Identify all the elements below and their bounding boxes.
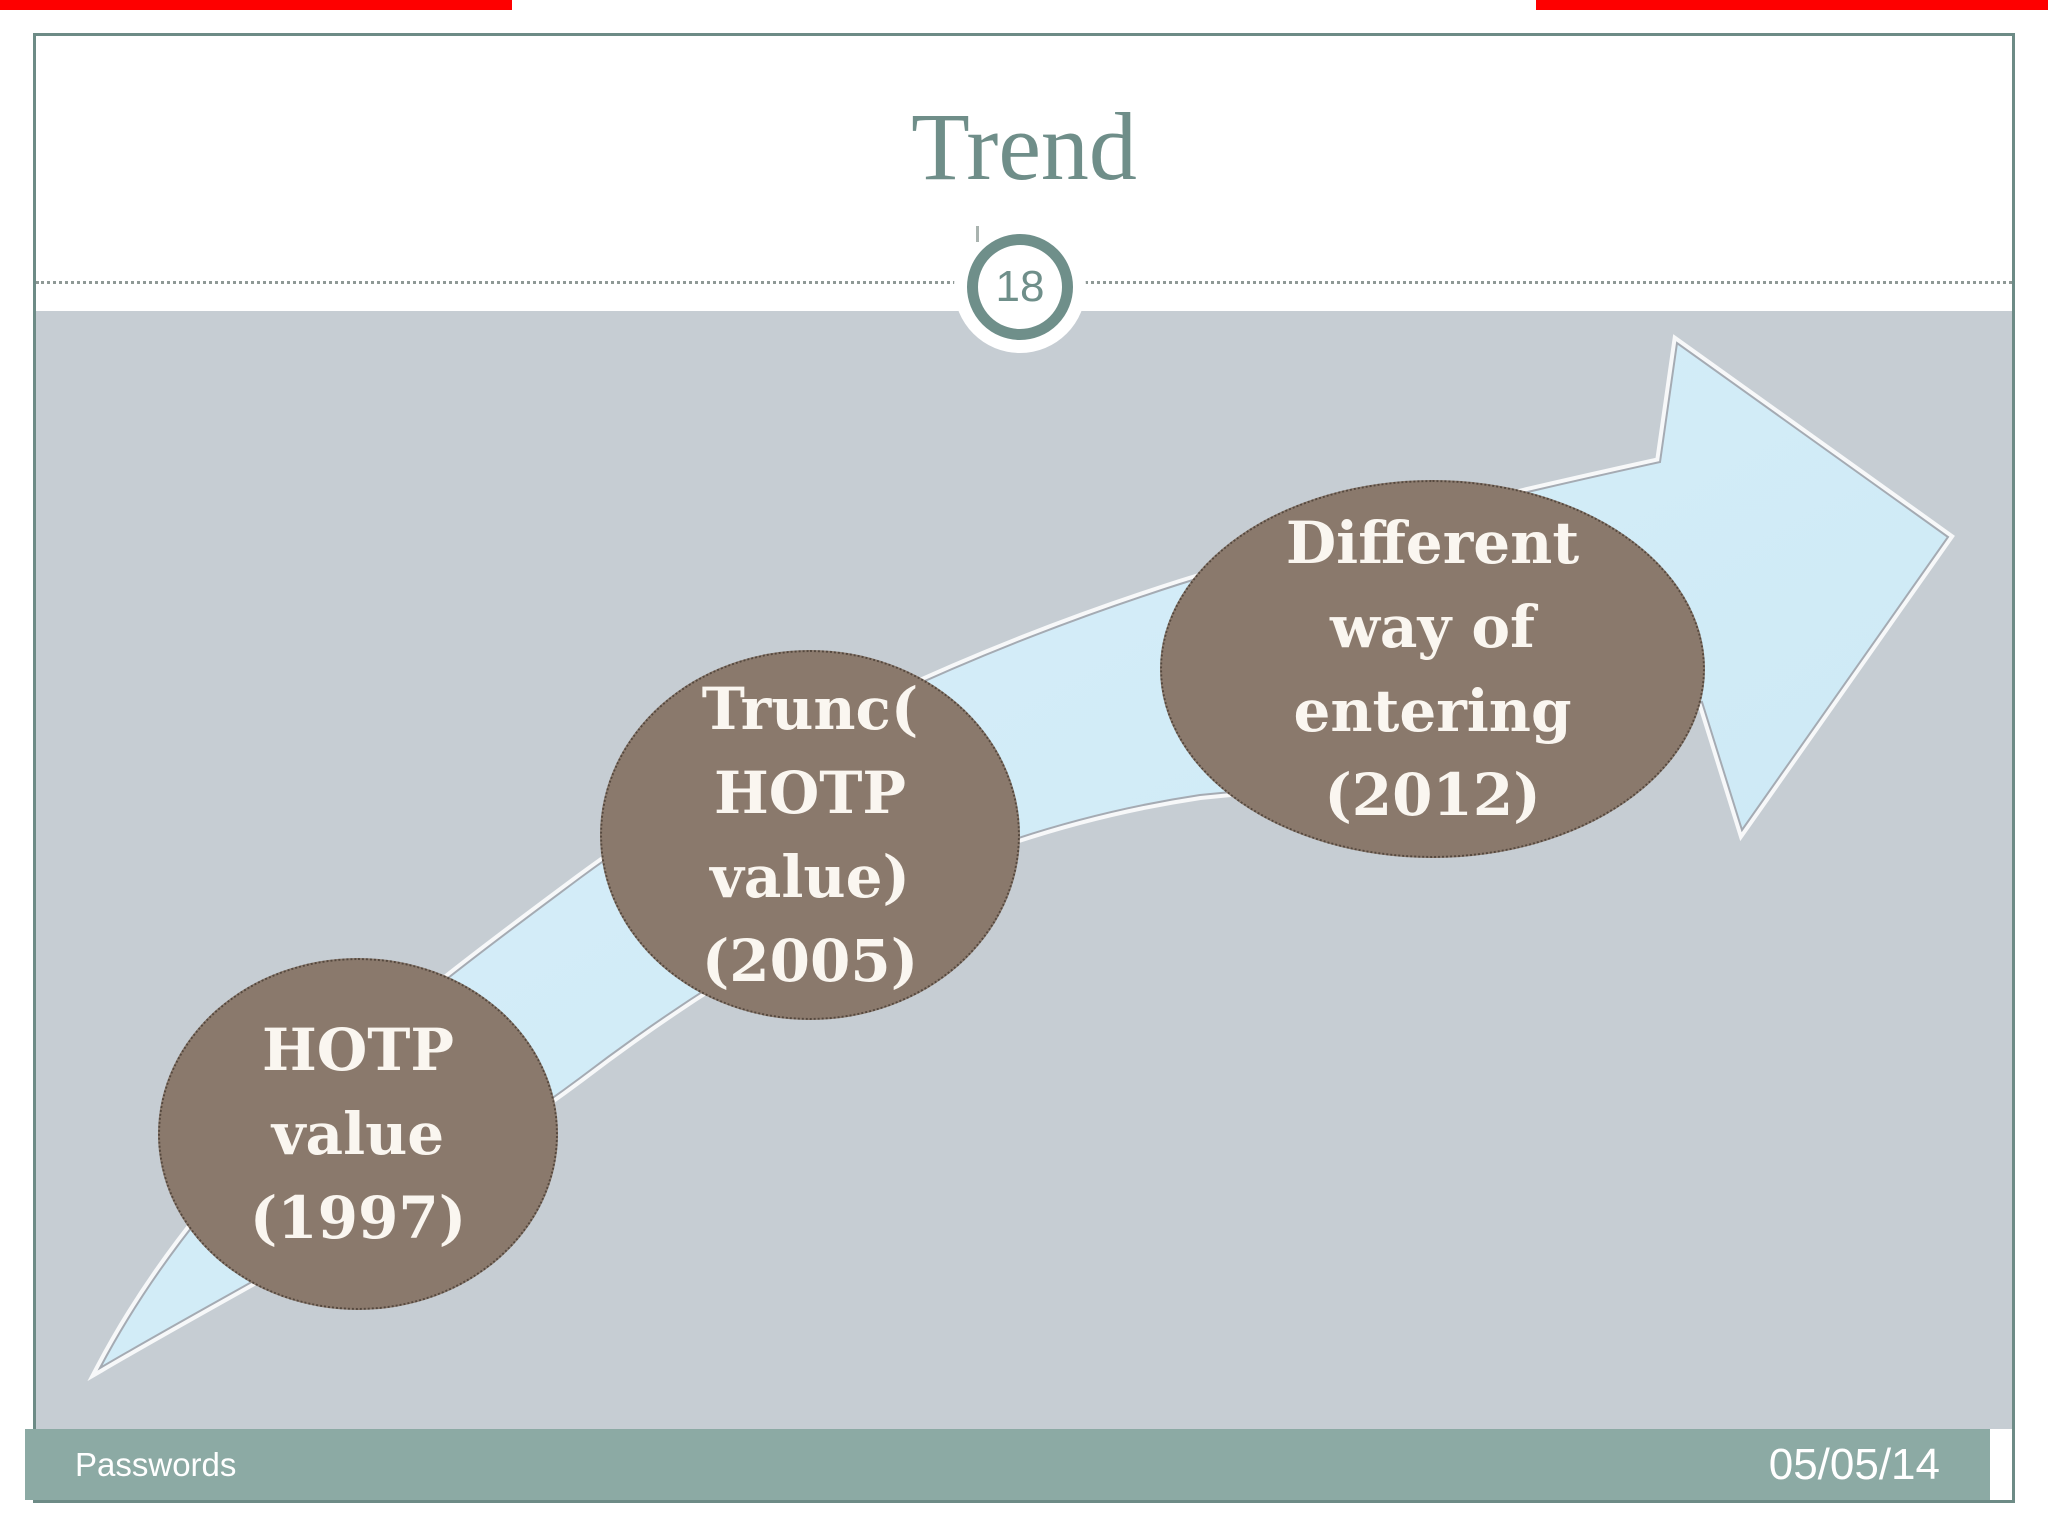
- slide-number-badge: 18: [967, 234, 1073, 340]
- footer-bar: Passwords 05/05/14: [25, 1429, 1990, 1500]
- timeline-node-2012: Different way of entering (2012): [1160, 480, 1705, 858]
- footer-left-text: Passwords: [75, 1445, 237, 1483]
- timeline-node-text-line: (2005): [701, 927, 919, 995]
- slide-title: Trend: [911, 93, 1137, 200]
- timeline-node-text-line: (2012): [1324, 761, 1541, 829]
- footer-date-text: 05/05/14: [1768, 1439, 1940, 1489]
- slide-number: 18: [995, 262, 1045, 311]
- timeline-node-text-line: way of: [1329, 593, 1536, 661]
- timeline-node-text-line: (1997): [249, 1184, 467, 1252]
- timeline-node-text-line: HOTP: [261, 1016, 455, 1084]
- timeline-node-text-line: entering: [1293, 677, 1572, 745]
- timeline-node-2005: Trunc( HOTP value) (2005): [600, 650, 1020, 1020]
- top-right-red-strip: [1536, 0, 2048, 10]
- timeline-node-text-line: value: [271, 1100, 445, 1168]
- timeline-node-text-line: HOTP: [713, 759, 907, 827]
- timeline-node-1997: HOTP value (1997): [158, 958, 558, 1310]
- top-left-red-strip: [0, 0, 512, 10]
- timeline-node-text-line: Trunc(: [701, 675, 919, 743]
- timeline-node-text-line: value): [710, 843, 910, 911]
- tick-mark: [976, 226, 979, 242]
- timeline-node-text-line: Different: [1285, 509, 1580, 577]
